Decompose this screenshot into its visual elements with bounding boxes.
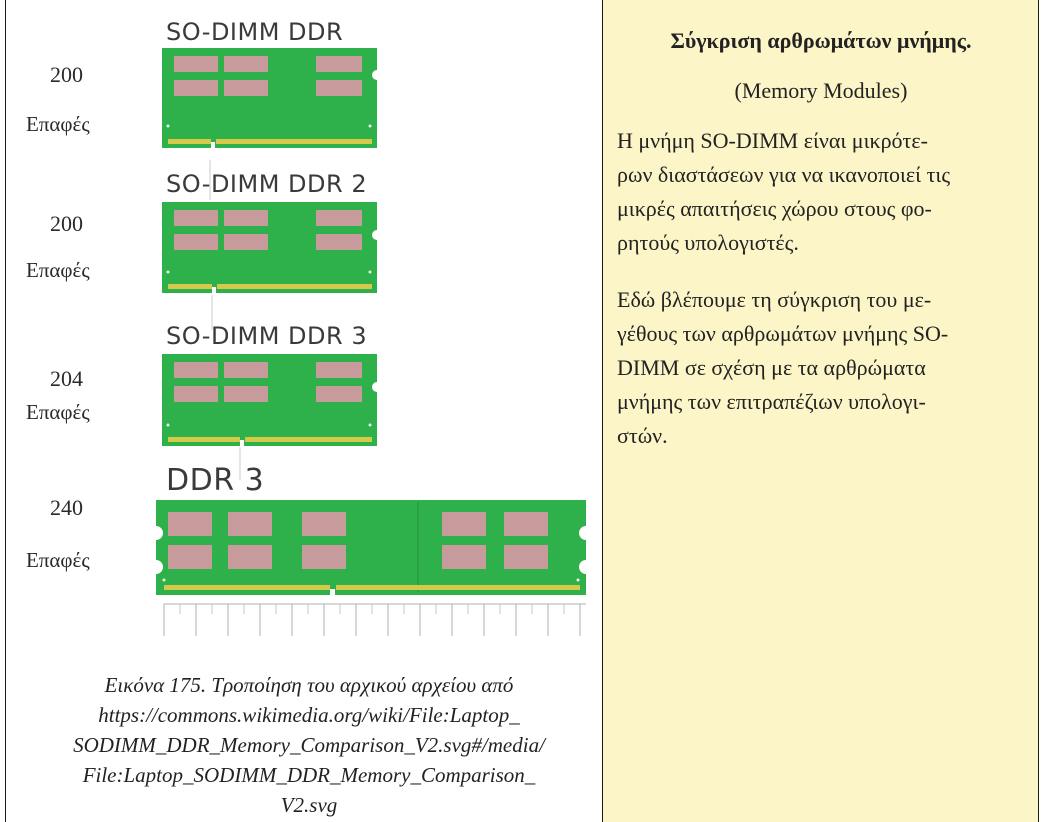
paragraph-line: στών. — [617, 423, 668, 448]
paragraph-line: Η μνήμη SO-DIMM είναι μικρότε- — [617, 128, 928, 153]
module-label-ddr3: DDR 3 — [166, 463, 265, 498]
caption-line: Εικόνα 175. Τροποίηση του αρχικού αρχείο… — [104, 673, 514, 697]
module-label-so-dimm-ddr: SO-DIMM DDR — [166, 18, 344, 46]
pin-count: 200 — [50, 62, 83, 87]
sidebar-note: Σύγκριση αρθρωμάτων μνήμης. (Memory Modu… — [603, 0, 1039, 822]
paragraph-line: Εδώ βλέπουμε τη σύγκριση του με- — [617, 287, 932, 312]
module-label-so-dimm-ddr3: SO-DIMM DDR 3 — [166, 322, 368, 350]
sidebar-paragraph-1: Η μνήμη SO-DIMM είναι μικρότε- ρων διαστ… — [617, 124, 1022, 260]
paragraph-line: μνήμης των επιτραπέζιων υπολογι- — [617, 389, 926, 414]
so-dimm-ddr2-module — [162, 202, 377, 293]
table-border-middle — [602, 0, 603, 822]
table-border-right — [1038, 0, 1039, 822]
pin-label: Επαφές — [26, 258, 90, 282]
pin-count: 240 — [50, 495, 83, 520]
paragraph-line: μικρές απαιτήσεις χώρου στους φο- — [617, 196, 932, 221]
caption-line: V2.svg — [280, 793, 338, 817]
so-dimm-ddr-module — [162, 48, 377, 148]
memory-modules-illustration — [156, 48, 586, 636]
sidebar-paragraph-2: Εδώ βλέπουμε τη σύγκριση του με- γέθους … — [617, 283, 1022, 453]
module-label-so-dimm-ddr2: SO-DIMM DDR 2 — [166, 170, 368, 198]
pin-label: Επαφές — [26, 400, 90, 424]
so-dimm-ddr3-module — [162, 354, 377, 446]
caption-line: File:Laptop_SODIMM_DDR_Memory_Comparison… — [82, 763, 536, 787]
paragraph-line: ρων διαστάσεων για να ικανοποιεί τις — [617, 162, 951, 187]
caption-line: SODIMM_DDR_Memory_Comparison_V2.svg#/med… — [73, 733, 545, 757]
caption-line: https://commons.wikimedia.org/wiki/File:… — [98, 703, 520, 727]
pin-label: Επαφές — [26, 548, 90, 572]
sidebar-subtitle: (Memory Modules) — [734, 78, 908, 103]
pin-label: Επαφές — [26, 112, 90, 136]
figure-caption: Εικόνα 175. Τροποίηση του αρχικού αρχείο… — [16, 670, 602, 820]
paragraph-line: ρητούς υπολογιστές. — [617, 230, 799, 255]
ddr3-desktop-module — [156, 500, 586, 595]
pin-count: 200 — [50, 211, 83, 236]
sidebar-title: Σύγκριση αρθρωμάτων μνήμης. — [670, 28, 972, 53]
pin-count: 204 — [50, 366, 83, 391]
figure-cell: SO-DIMM DDR SO-DIMM DDR 2 SO-DIMM DDR 3 … — [6, 0, 602, 822]
table-border-left — [5, 0, 6, 822]
paragraph-line: DIMM σε σχέση με τα αρθρώματα — [617, 355, 926, 380]
paragraph-line: γέθους των αρθρωμάτων μνήμης SO- — [617, 321, 949, 346]
ruler — [163, 603, 586, 636]
